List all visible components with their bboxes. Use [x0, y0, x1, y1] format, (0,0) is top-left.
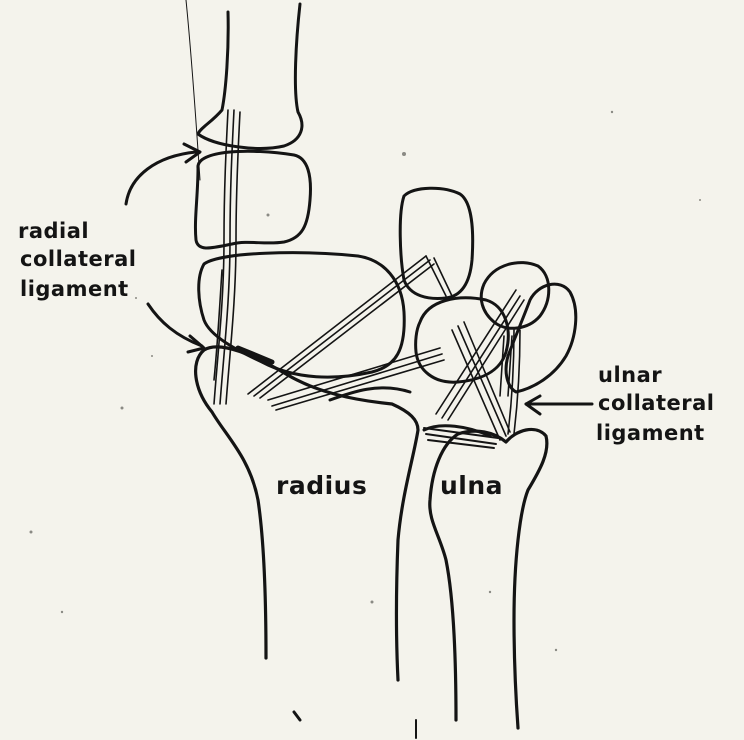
metacarpal-outline	[198, 4, 302, 148]
radius-label: radius	[276, 471, 367, 500]
radius-outline	[196, 347, 418, 680]
lunate-outline	[416, 298, 509, 382]
ulna-label: ulna	[440, 471, 503, 500]
ulnar-collateral-ligament-fibers	[508, 330, 520, 434]
ulnar-label-line-3: ligament	[596, 421, 705, 445]
radial-label-arrow-upper	[126, 152, 196, 204]
radial-label-line-1: radial	[18, 219, 89, 243]
trapezium-outline	[195, 151, 310, 248]
ulnar-label-line-1: ulnar	[598, 363, 662, 387]
bottom-mark-left	[294, 712, 300, 720]
radial-label-line-3: ligament	[20, 277, 129, 301]
ulnar-carpal-ligaments	[436, 290, 524, 440]
radial-label-line-2: collateral	[20, 247, 136, 271]
ulnar-label-line-2: collateral	[598, 391, 714, 415]
pisiform-outline	[481, 263, 549, 329]
